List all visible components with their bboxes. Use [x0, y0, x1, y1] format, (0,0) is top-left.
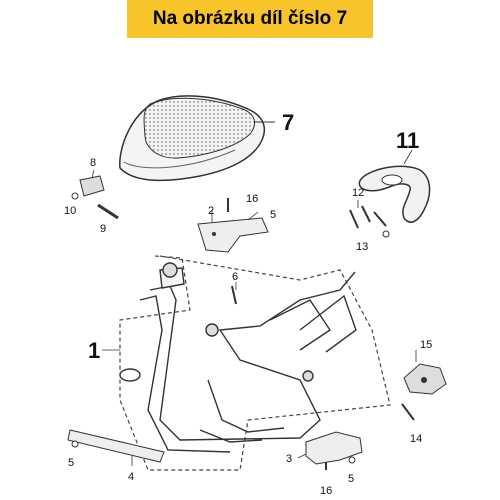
callout-1: 1 — [88, 338, 100, 363]
screw-5-lower-left — [71, 440, 79, 448]
callout-9: 9 — [100, 223, 106, 235]
callout-11: 11 — [396, 128, 419, 153]
callout-7: 7 — [282, 110, 294, 135]
bolt-6 — [231, 285, 237, 305]
callout-4: 4 — [128, 471, 134, 483]
bolts-12 — [349, 205, 390, 238]
grab-handle-part — [358, 165, 431, 223]
callout-5-lower-left: 5 — [68, 457, 74, 469]
main-frame-part — [119, 262, 357, 453]
callout-5-lower-right: 5 — [348, 473, 354, 485]
screw-5-lower-right — [348, 456, 356, 464]
callout-14: 14 — [410, 433, 422, 445]
header-banner: Na obrázku díl číslo 7 — [127, 0, 373, 38]
callout-16-upper: 16 — [246, 193, 258, 205]
cover-part-2 — [197, 217, 269, 253]
header-title: Na obrázku díl číslo 7 — [152, 8, 348, 29]
callout-6: 6 — [232, 271, 238, 283]
callout-13: 13 — [356, 241, 368, 253]
bracket-part-15 — [403, 363, 447, 395]
callout-10: 10 — [64, 205, 76, 217]
callout-2: 2 — [208, 205, 214, 217]
callout-16-lower: 16 — [320, 485, 332, 497]
frame-outline — [119, 255, 391, 471]
callout-12: 12 — [352, 187, 364, 199]
callout-8: 8 — [90, 157, 96, 169]
bottom-rail-part — [67, 429, 165, 463]
callout-5-upper: 5 — [270, 209, 276, 221]
bolt-14 — [401, 403, 415, 421]
seat-part — [119, 95, 266, 182]
bracket-8 — [71, 175, 119, 220]
callout-3: 3 — [286, 453, 292, 465]
plate-part-3 — [305, 431, 363, 465]
leader-lines — [91, 149, 417, 466]
callout-15: 15 — [420, 339, 432, 351]
